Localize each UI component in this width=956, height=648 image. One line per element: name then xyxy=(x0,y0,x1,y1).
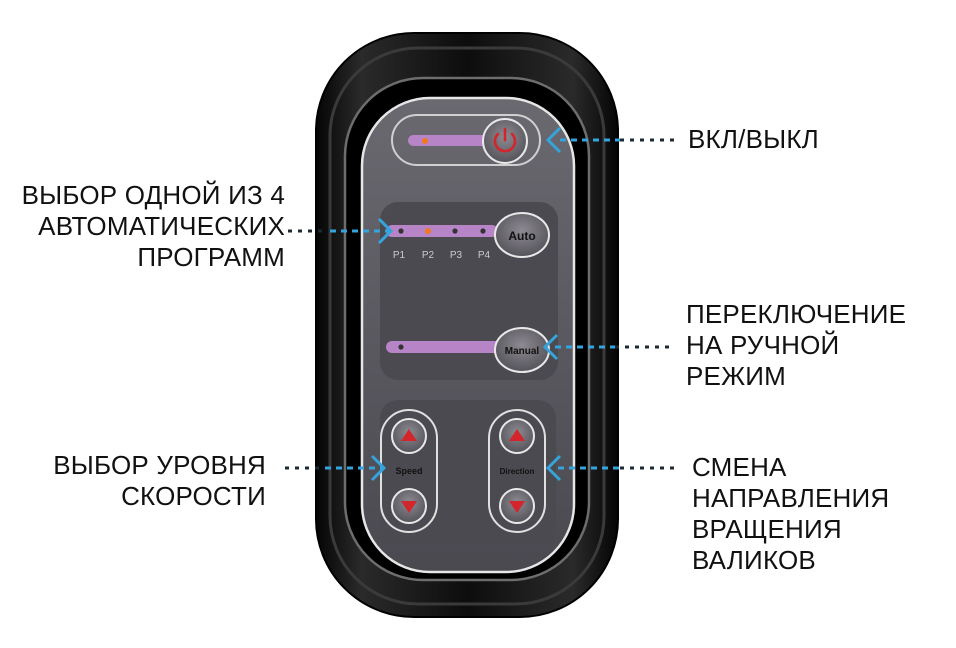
callout-leader-manual xyxy=(542,333,675,361)
manual-indicator xyxy=(398,344,404,350)
callout-leader-auto xyxy=(288,217,394,245)
speed-down-button[interactable] xyxy=(391,488,427,524)
up-arrow-icon xyxy=(401,429,417,441)
power-icon xyxy=(493,127,517,153)
callout-direction: СМЕНА НАПРАВЛЕНИЯ ВРАЩЕНИЯ ВАЛИКОВ xyxy=(692,452,890,575)
auto-button[interactable]: Auto xyxy=(494,212,550,258)
speed-label: Speed xyxy=(395,466,422,476)
direction-down-button[interactable] xyxy=(499,488,535,524)
down-arrow-icon xyxy=(401,501,417,513)
program-led xyxy=(425,228,431,234)
up-arrow-icon xyxy=(509,429,525,441)
callout-leader-power xyxy=(545,126,675,154)
callout-manual: ПЕРЕКЛЮЧЕНИЕ НА РУЧНОЙ РЕЖИМ xyxy=(686,299,907,391)
power-row xyxy=(391,114,541,166)
power-indicator xyxy=(422,138,428,144)
program-led xyxy=(452,228,458,234)
manual-row xyxy=(386,341,502,353)
auto-row: P1 P2 P3 P4 xyxy=(386,225,498,261)
callout-leader-speed xyxy=(285,454,387,482)
direction-label: Direction xyxy=(500,467,535,476)
speed-up-button[interactable] xyxy=(391,418,427,454)
auto-button-label: Auto xyxy=(508,229,535,243)
program-label: P4 xyxy=(478,250,491,261)
down-arrow-icon xyxy=(509,501,525,513)
callout-speed: ВЫБОР УРОВНЯ СКОРОСТИ xyxy=(53,450,266,511)
direction-control: Direction xyxy=(488,409,546,533)
manual-button-label: Manual xyxy=(505,346,540,357)
manual-button[interactable]: Manual xyxy=(494,327,550,373)
program-led xyxy=(480,228,486,234)
program-label: P1 xyxy=(393,250,406,261)
callout-auto: ВЫБОР ОДНОЙ ИЗ 4 АВТОМАТИЧЕСКИХ ПРОГРАММ xyxy=(21,180,285,272)
program-label: P3 xyxy=(450,250,463,261)
program-label: P2 xyxy=(422,250,435,261)
callout-leader-direction xyxy=(545,454,677,482)
power-button[interactable] xyxy=(482,118,528,164)
program-led xyxy=(398,228,404,234)
callout-power: ВКЛ/ВЫКЛ xyxy=(688,124,819,154)
direction-up-button[interactable] xyxy=(499,418,535,454)
